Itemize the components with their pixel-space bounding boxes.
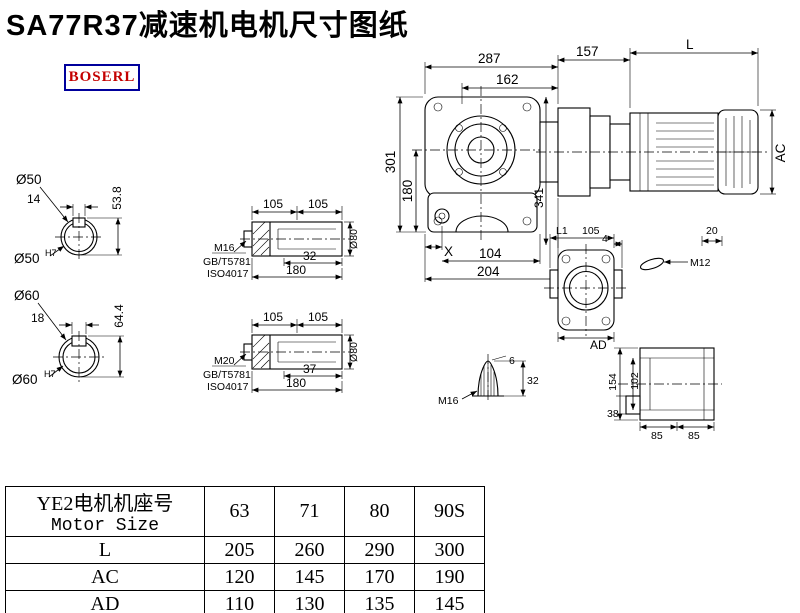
- dim-L-label: L: [686, 37, 694, 52]
- dim-162-label: 162: [496, 72, 519, 87]
- dim-301-label: 301: [383, 151, 398, 174]
- std-iso4017b-label: ISO4017: [207, 381, 249, 393]
- dim-102-label: 102: [629, 372, 641, 390]
- table-row-AD: AD 110 130 135 145: [5, 590, 485, 613]
- table-cell: 205: [204, 536, 275, 564]
- row-label-AC: AC: [5, 563, 205, 591]
- thread-m12-label: M12: [690, 257, 711, 269]
- dim-53-8-label: 53.8: [110, 186, 124, 210]
- table-cell: 145: [274, 563, 345, 591]
- dim-38-label: 38: [607, 408, 619, 420]
- gearbox-front-view: [412, 86, 552, 243]
- dim-105d-label: 105: [308, 310, 328, 324]
- row-label-AD: AD: [5, 590, 205, 613]
- table-cell-size-90s: 90S: [414, 486, 485, 537]
- dim-L1-label: L1: [556, 225, 568, 237]
- dim-18-label: 18: [31, 311, 45, 325]
- table-cell-size-63: 63: [204, 486, 275, 537]
- breather-plug-view: 6 32 M16: [438, 354, 539, 407]
- boserl-logo: BOSERL: [64, 64, 140, 91]
- std-iso4017-label: ISO4017: [207, 268, 249, 280]
- dim-287-label: 287: [478, 51, 501, 66]
- dim-85b-label: 85: [688, 430, 700, 442]
- dim-180-left-label: 180: [400, 180, 415, 203]
- table-cell: 260: [274, 536, 345, 564]
- table-cell: 145: [414, 590, 485, 613]
- page-title: SA77R37减速机电机尺寸图纸: [6, 10, 409, 42]
- dim-dia50-label: Ø50: [16, 172, 42, 187]
- table-row-AC: AC 120 145 170 190: [5, 563, 485, 591]
- motor-size-table: YE2电机机座号 Motor Size 63 71 80 90S L 205 2…: [5, 486, 485, 613]
- dim-32b-label: 32: [527, 375, 539, 387]
- table-cell: 290: [344, 536, 415, 564]
- key-pin-view: M12 20: [639, 225, 723, 271]
- gearbox-corner-holes: [433, 102, 532, 226]
- thread-m16b-label: M16: [438, 395, 459, 407]
- dim-104-label: 104: [479, 246, 502, 261]
- dim-AD-label: AD: [590, 338, 607, 352]
- table-row-L: L 205 260 290 300: [5, 536, 485, 564]
- dim-32-label: 32: [303, 249, 317, 263]
- motor-size-header-cn: YE2电机机座号: [36, 493, 174, 515]
- dim-14-label: 14: [27, 192, 41, 206]
- dim-105b-label: 105: [308, 197, 328, 211]
- dim-180b-label: 180: [286, 376, 306, 390]
- table-cell: 110: [204, 590, 275, 613]
- dim-105c-label: 105: [263, 310, 283, 324]
- table-cell-size-80: 80: [344, 486, 415, 537]
- dim-20-label: 20: [706, 225, 718, 237]
- dim-dia80b-label: Ø80: [348, 342, 360, 362]
- dim-341-label: 341: [532, 188, 546, 208]
- motor-size-header-en: Motor Size: [50, 516, 160, 536]
- dim-dia60-label: Ø60: [14, 288, 40, 303]
- dim-dia50h7-label: Ø50: [14, 251, 40, 266]
- dim-4-label: 4: [602, 233, 608, 245]
- dim-105a-label: 105: [263, 197, 283, 211]
- dim-37-label: 37: [303, 362, 317, 376]
- table-header-cell: YE2电机机座号 Motor Size: [5, 486, 205, 537]
- thread-m20-label: M20: [214, 355, 235, 367]
- table-header-row: YE2电机机座号 Motor Size 63 71 80 90S: [5, 486, 485, 537]
- std-gb5781b-label: GB/T5781: [203, 369, 251, 381]
- std-gb5781-label: GB/T5781: [203, 256, 251, 268]
- dim-64-4-label: 64.4: [112, 304, 126, 328]
- main-dimensions: L 157 287 162 301 180 341: [383, 37, 788, 282]
- row-label-L: L: [5, 536, 205, 564]
- table-cell: 170: [344, 563, 415, 591]
- hatch-lines: [252, 334, 270, 369]
- dim-154-label: 154: [607, 373, 619, 391]
- shaft-end-view-50: Ø50 14 53.8 Ø50 H7: [14, 172, 124, 266]
- thread-m16-label: M16: [214, 242, 235, 254]
- table-cell: 120: [204, 563, 275, 591]
- gearbox-side-view: 154 102 38 85 85: [607, 347, 722, 442]
- technical-drawing: L 157 287 162 301 180 341: [12, 37, 788, 442]
- dim-85a-label: 85: [651, 430, 663, 442]
- table-cell: 300: [414, 536, 485, 564]
- dim-dia80a-label: Ø80: [348, 229, 360, 249]
- output-flange-view: L1 105 4 AD: [544, 225, 628, 352]
- shaft-end-view-60: Ø60 18 64.4 Ø60 H7: [12, 288, 126, 387]
- dim-AC-label: AC: [773, 143, 788, 162]
- table-cell-size-71: 71: [274, 486, 345, 537]
- dim-180a-label: 180: [286, 263, 306, 277]
- gearbox-centerlines: [412, 86, 552, 243]
- dim-157-label: 157: [576, 44, 599, 59]
- shaft-detail-m20: 105 105 M20 GB/T5781 ISO4017 37 180 Ø80: [203, 310, 360, 393]
- table-cell: 135: [344, 590, 415, 613]
- table-cell: 130: [274, 590, 345, 613]
- table-cell: 190: [414, 563, 485, 591]
- dim-dia60h7-label: Ø60: [12, 372, 38, 387]
- dim-204-label: 204: [477, 264, 500, 279]
- shaft-detail-m16: 105 105 M16 GB/T5781 ISO4017 32 180 Ø80: [203, 197, 360, 280]
- motor-side-view: [536, 107, 770, 197]
- dim-dia50h7-fit-label: H7: [45, 248, 57, 258]
- dim-105e-label: 105: [582, 225, 600, 237]
- dim-dia60h7-fit-label: H7: [44, 369, 56, 379]
- dim-X-label: X: [444, 244, 453, 259]
- hatch-lines: [252, 221, 270, 256]
